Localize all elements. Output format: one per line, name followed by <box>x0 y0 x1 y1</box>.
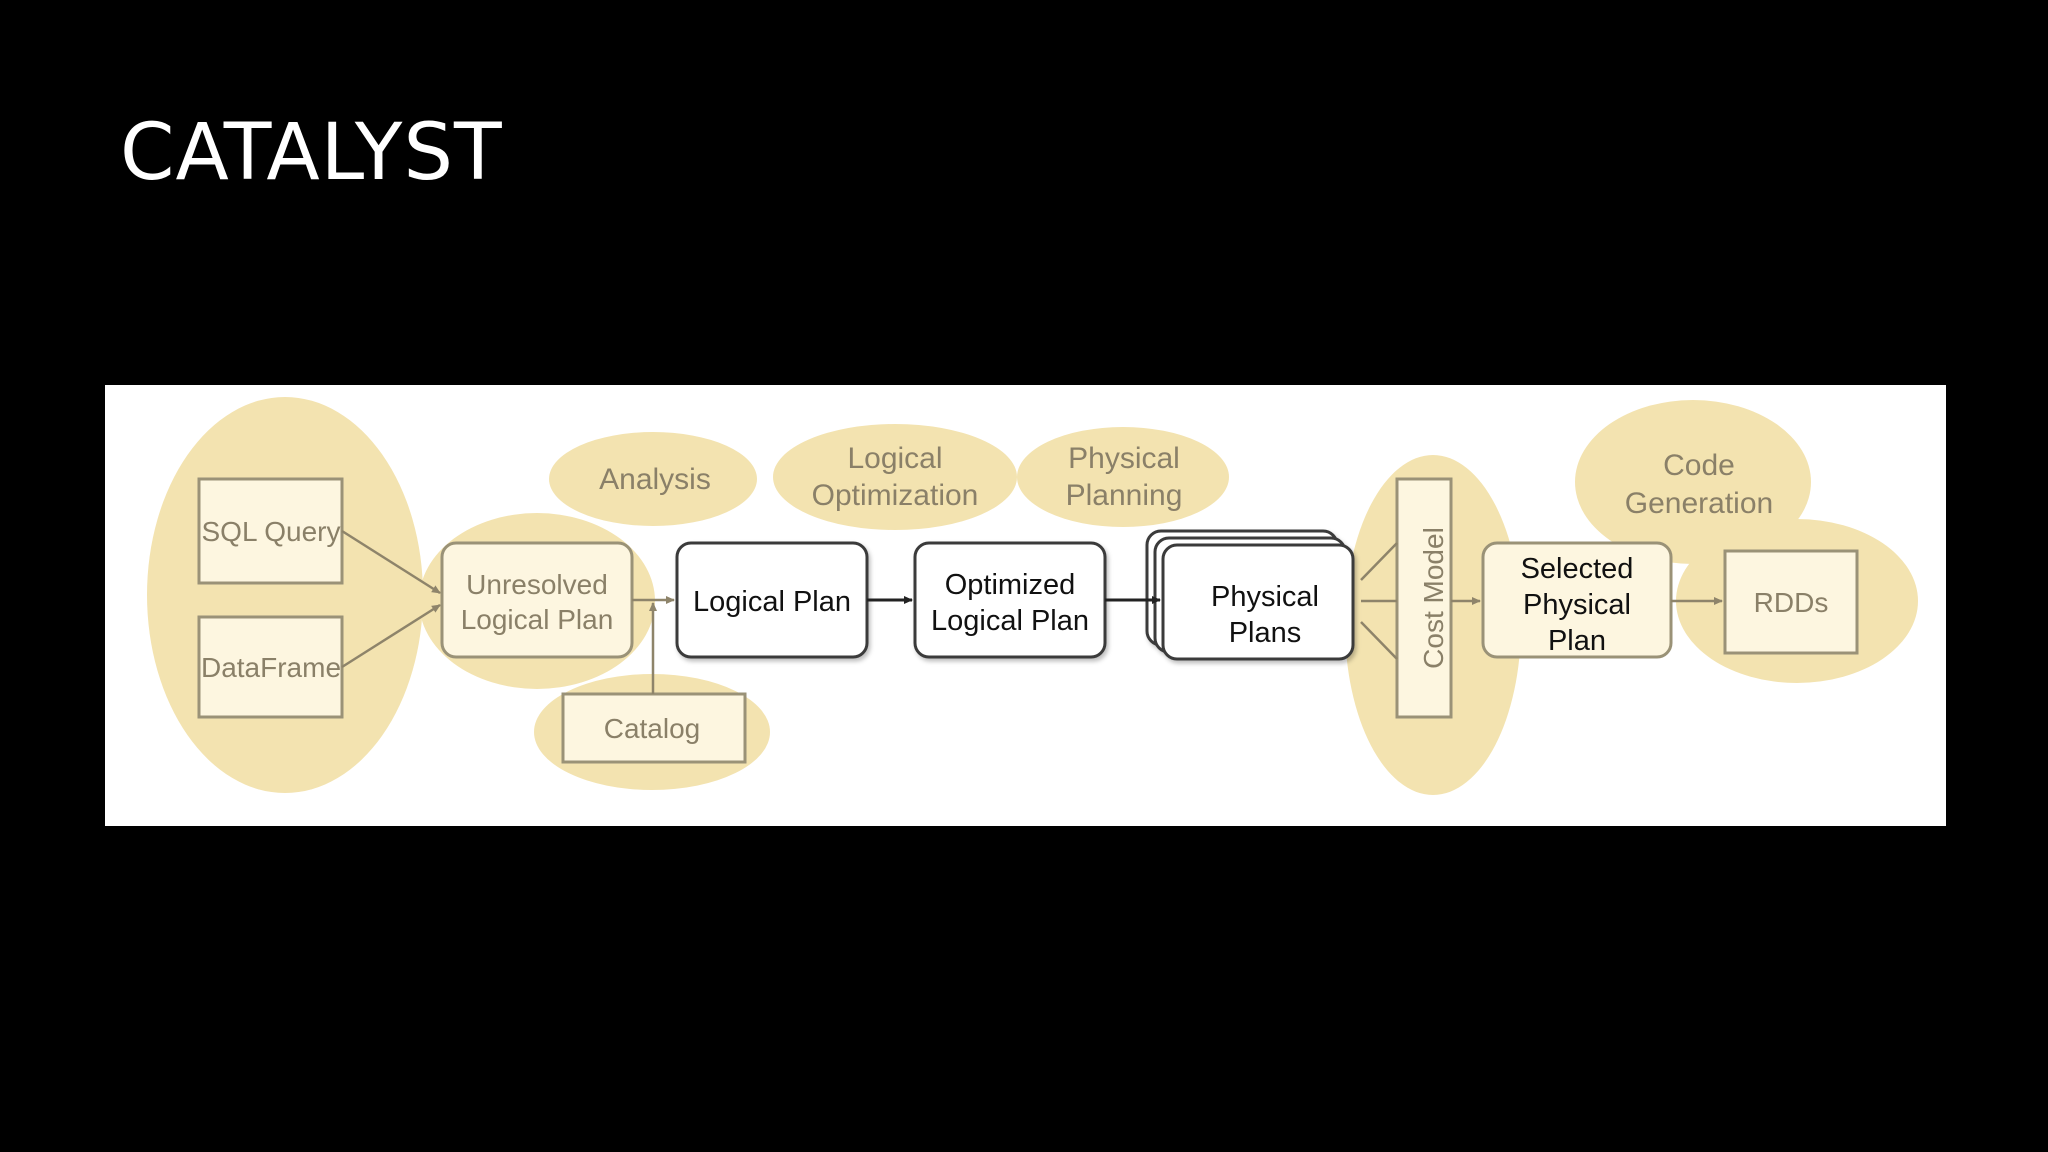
diagram-canvas: Analysis Logical Optimization Physical P… <box>147 397 1918 795</box>
stage-label-code-generation-line2: Generation <box>1625 487 1773 520</box>
stage-label-code-generation-line1: Code <box>1663 449 1735 482</box>
sql-query-label: SQL Query <box>201 516 340 547</box>
unresolved-label-line2: Logical Plan <box>461 604 614 635</box>
catalog-label: Catalog <box>604 713 701 744</box>
cost-model-box <box>1395 477 1453 719</box>
stage-label-analysis: Analysis <box>599 463 711 496</box>
highlight-inputs <box>147 397 423 793</box>
optimized-label-line2: Logical Plan <box>931 605 1089 637</box>
unresolved-label-line1: Unresolved <box>466 569 608 600</box>
highlight-physical-planning <box>1017 427 1229 527</box>
stage-label-physical-planning-line1: Physical <box>1068 442 1180 475</box>
sql-query-box <box>197 477 344 585</box>
stage-label-logical-optimization-line1: Logical <box>847 442 942 475</box>
physical-plans-label-line2: Plans <box>1229 617 1302 649</box>
highlight-logical-optimization <box>773 424 1017 530</box>
selected-label-line3: Plan <box>1548 625 1606 657</box>
optimized-label-line1: Optimized <box>945 569 1076 601</box>
stage-label-physical-planning-line2: Planning <box>1066 479 1183 512</box>
rdds-label: RDDs <box>1754 587 1829 618</box>
connector-plans-to-cost-bottom <box>1360 621 1398 660</box>
connector-plans-to-cost-top <box>1360 542 1398 581</box>
logical-plan-label: Logical Plan <box>693 586 851 618</box>
dataframe-label: DataFrame <box>201 652 341 683</box>
physical-plans-box <box>1161 543 1355 661</box>
slide-title: CATALYST <box>120 108 503 198</box>
physical-plans-label-line1: Physical <box>1211 581 1319 613</box>
catalyst-diagram: Analysis Logical Optimization Physical P… <box>105 385 1946 826</box>
cost-model-label: Cost Model <box>1418 527 1449 669</box>
arrow-sql-to-unresolved <box>341 529 441 595</box>
highlight-code-generation <box>1575 400 1811 564</box>
arrow-dataframe-to-unresolved <box>341 603 441 669</box>
rdds-box <box>1723 549 1859 655</box>
catalog-box <box>561 692 747 764</box>
unresolved-logical-plan-box <box>440 541 634 659</box>
stage-label-logical-optimization-line2: Optimization <box>812 479 979 512</box>
selected-label-line2: Physical <box>1523 589 1631 621</box>
highlight-analysis <box>549 432 757 526</box>
selected-label-line1: Selected <box>1521 553 1634 585</box>
